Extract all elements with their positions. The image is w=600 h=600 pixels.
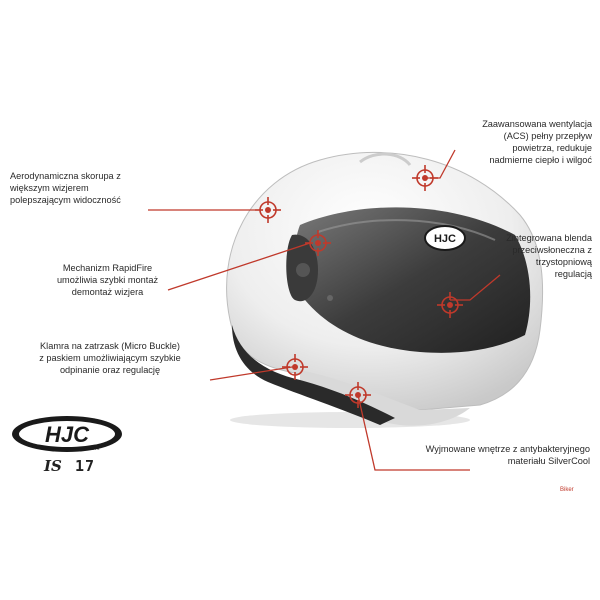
logo-sub: HELMETS: [81, 446, 100, 451]
target-shell: [255, 197, 281, 223]
visor: [294, 207, 531, 353]
model-number: 17: [75, 457, 96, 475]
callout-ventilation: Zaawansowana wentylacja (ACS) pełny prze…: [482, 119, 592, 165]
visor-badge: HJC: [434, 233, 456, 245]
target-buckle: [282, 354, 308, 380]
helmet-chinbar: [300, 370, 470, 426]
model-prefix: IS: [44, 457, 62, 475]
targets: [255, 165, 463, 408]
leader-liner: [357, 394, 470, 471]
callout-rapidfire: Mechanizm RapidFire umożliwia szybki mon…: [56, 263, 159, 297]
leader-buckle: [209, 366, 293, 381]
helmet-trim: [232, 325, 395, 425]
target-liner: [345, 382, 371, 408]
helmet: HJC: [226, 151, 544, 428]
logo-text: HJC: [45, 422, 90, 447]
target-rapidfire: [305, 230, 331, 256]
target-sunvisor: [437, 292, 463, 318]
callout-shell: Aerodynamiczna skorupa z większym wizjer…: [10, 171, 121, 205]
callout-liner: Wyjmowane wnętrze z antybakteryjnego mat…: [425, 444, 590, 466]
watermark: Biker: [560, 487, 574, 493]
target-ventilation: [412, 165, 438, 191]
callout-sunvisor: Zintegrowana blenda przeciwsłoneczna z t…: [506, 233, 592, 279]
brand-logo: HJC HELMETS: [12, 416, 122, 452]
callout-buckle: Klamra na zatrzask (Micro Buckle) z pask…: [39, 341, 181, 375]
leader-rapidfire: [167, 242, 311, 291]
